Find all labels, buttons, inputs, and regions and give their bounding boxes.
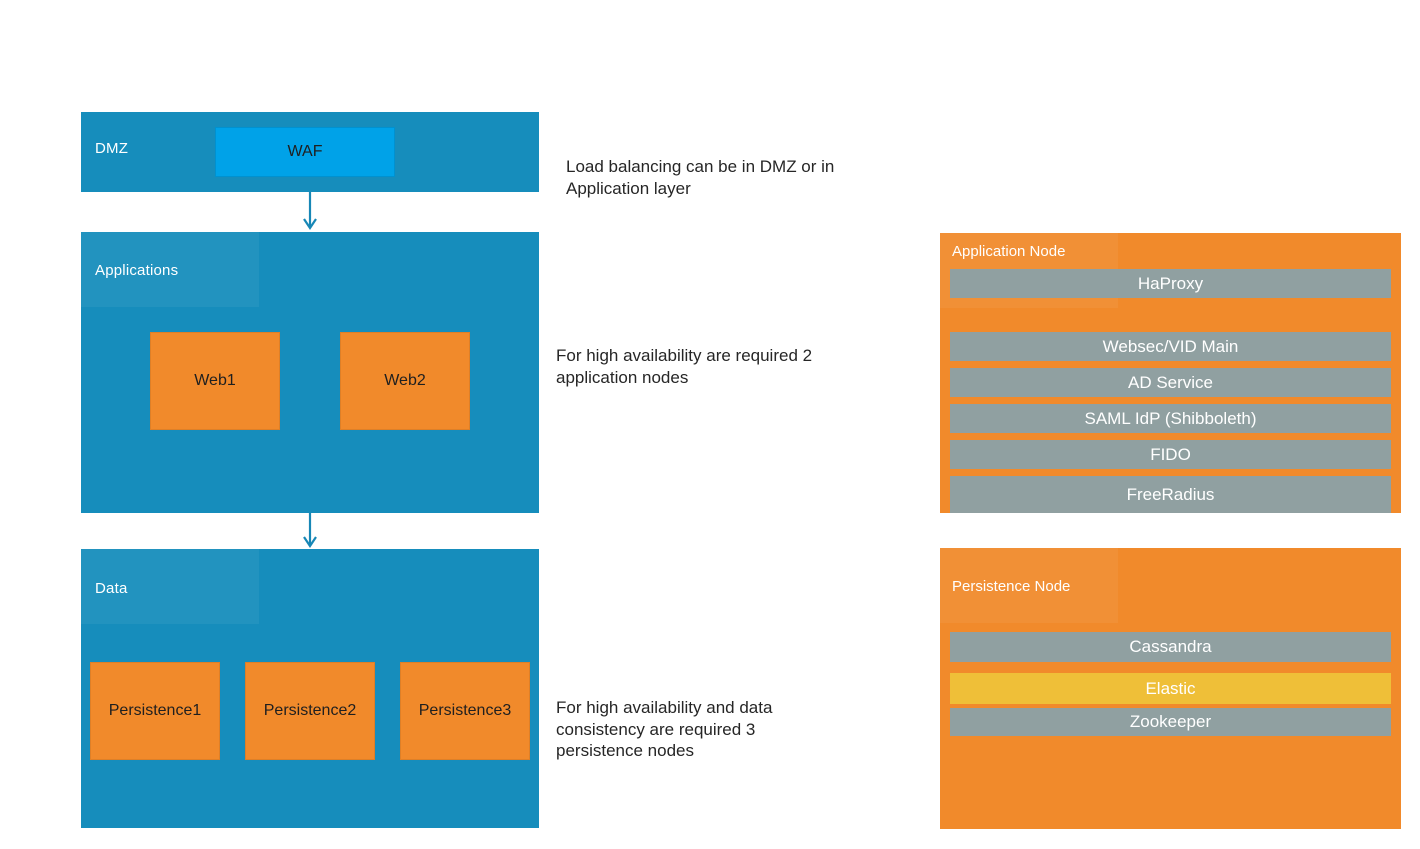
- service-bar-elastic: Elastic: [950, 673, 1391, 704]
- persistence3-box: Persistence3: [400, 662, 530, 760]
- persistence3-label: Persistence3: [418, 702, 512, 719]
- service-bar-haproxy: HaProxy: [950, 269, 1391, 298]
- web2-box: Web2: [340, 332, 470, 430]
- application-node-title: Application Node: [952, 243, 1066, 260]
- layer-label-applications: Applications: [95, 262, 179, 279]
- service-bar-fido: FIDO: [950, 440, 1391, 469]
- service-bar-cassandra: Cassandra: [950, 632, 1391, 662]
- layer-data: Data Persistence1 Persistence2 Persisten…: [81, 549, 539, 828]
- web1-box: Web1: [150, 332, 280, 430]
- persistence1-box: Persistence1: [90, 662, 220, 760]
- note-load-balancing: Load balancing can be in DMZ or in Appli…: [566, 157, 835, 198]
- web1-label: Web1: [194, 372, 236, 389]
- application-node-box: Application Node HaProxy Websec/VID Main…: [940, 233, 1401, 513]
- arrow-applications-to-data: [303, 513, 317, 548]
- service-bar-websec-vid-main: Websec/VID Main: [950, 332, 1391, 361]
- note-application-nodes: For high availability are required 2 app…: [556, 346, 813, 387]
- persistence-node-services: Cassandra Elastic Zookeeper: [950, 632, 1391, 736]
- persistence-node-title: Persistence Node: [952, 578, 1071, 595]
- layer-dmz: DMZ WAF: [81, 112, 539, 192]
- service-bar-freeradius: FreeRadius: [950, 476, 1391, 513]
- waf-label: WAF: [287, 143, 323, 160]
- layer-applications: Applications Web1 Web2: [81, 232, 539, 513]
- application-node-services: HaProxy Websec/VID Main AD Service SAML …: [950, 269, 1391, 513]
- persistence-node-box: Persistence Node Cassandra Elastic Zooke…: [940, 548, 1401, 829]
- service-bar-zookeeper: Zookeeper: [950, 708, 1391, 736]
- note-persistence-nodes: For high availability and data consisten…: [556, 698, 773, 760]
- layer-label-dmz: DMZ: [95, 140, 129, 157]
- service-bar-saml-idp: SAML IdP (Shibboleth): [950, 404, 1391, 433]
- persistence2-label: Persistence2: [263, 702, 357, 719]
- persistence2-box: Persistence2: [245, 662, 375, 760]
- web2-label: Web2: [384, 372, 426, 389]
- arrow-dmz-to-applications: [303, 192, 317, 230]
- layer-label-data: Data: [95, 580, 128, 597]
- service-bar-ad-service: AD Service: [950, 368, 1391, 397]
- persistence1-label: Persistence1: [108, 702, 202, 719]
- waf-box: WAF: [215, 127, 395, 177]
